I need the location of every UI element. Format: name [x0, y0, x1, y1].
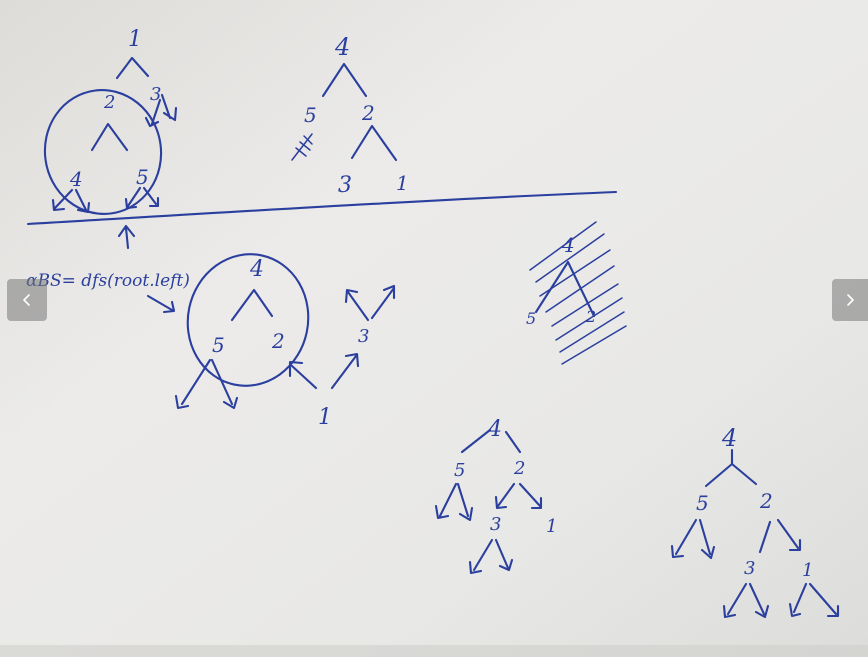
- top-tree-1: 1 2 3 4 5: [43, 27, 178, 215]
- node-label: 2: [513, 458, 525, 479]
- node-label: 4: [487, 417, 502, 442]
- bottom-tree-1: 4 5 2 3 1: [434, 417, 557, 575]
- node-label: 5: [696, 491, 709, 515]
- node-label: 4: [561, 233, 575, 257]
- divider-line: [26, 190, 618, 226]
- node-label: 4: [69, 167, 83, 191]
- node-label: 5: [526, 309, 536, 328]
- node-label: 1: [396, 171, 409, 195]
- node-label: 2: [759, 489, 773, 513]
- top-tree-2: 4 5 2 3 1: [291, 33, 409, 198]
- node-label: 2: [103, 92, 115, 113]
- node-label: 5: [136, 165, 149, 189]
- node-label: 1: [802, 560, 813, 581]
- node-label: 4: [721, 424, 737, 452]
- node-label: 1: [318, 405, 332, 430]
- previous-image-button[interactable]: [7, 279, 47, 321]
- annotation: αBS= dfs(root.left): [26, 224, 190, 314]
- next-image-button[interactable]: [832, 279, 868, 321]
- node-label: 3: [358, 326, 369, 347]
- node-label: 1: [128, 27, 142, 52]
- node-label: 3: [338, 173, 352, 198]
- chevron-left-icon: [23, 294, 30, 306]
- node-label: 2: [361, 101, 375, 125]
- node-label: 5: [304, 103, 317, 127]
- node-label: 3: [490, 514, 501, 535]
- node-label: 2: [585, 307, 596, 326]
- node-label: 5: [212, 333, 225, 357]
- node-label: 5: [454, 460, 465, 481]
- node-label: 1: [546, 516, 557, 537]
- node-label: 3: [744, 558, 755, 579]
- node-label: 3: [150, 84, 161, 105]
- node-label: 2: [271, 329, 285, 353]
- mid-tree: 4 5 2: [174, 253, 310, 410]
- node-label: 4: [334, 33, 350, 61]
- annotation-text: αBS= dfs(root.left): [26, 271, 190, 291]
- crossed-tree: 4 5 2: [526, 221, 627, 365]
- mid-small-tree: 3 1: [288, 284, 396, 430]
- bottom-tree-2: 4 5 2 3 1: [670, 424, 840, 619]
- chevron-right-icon: [847, 294, 854, 306]
- node-label: 4: [249, 257, 264, 282]
